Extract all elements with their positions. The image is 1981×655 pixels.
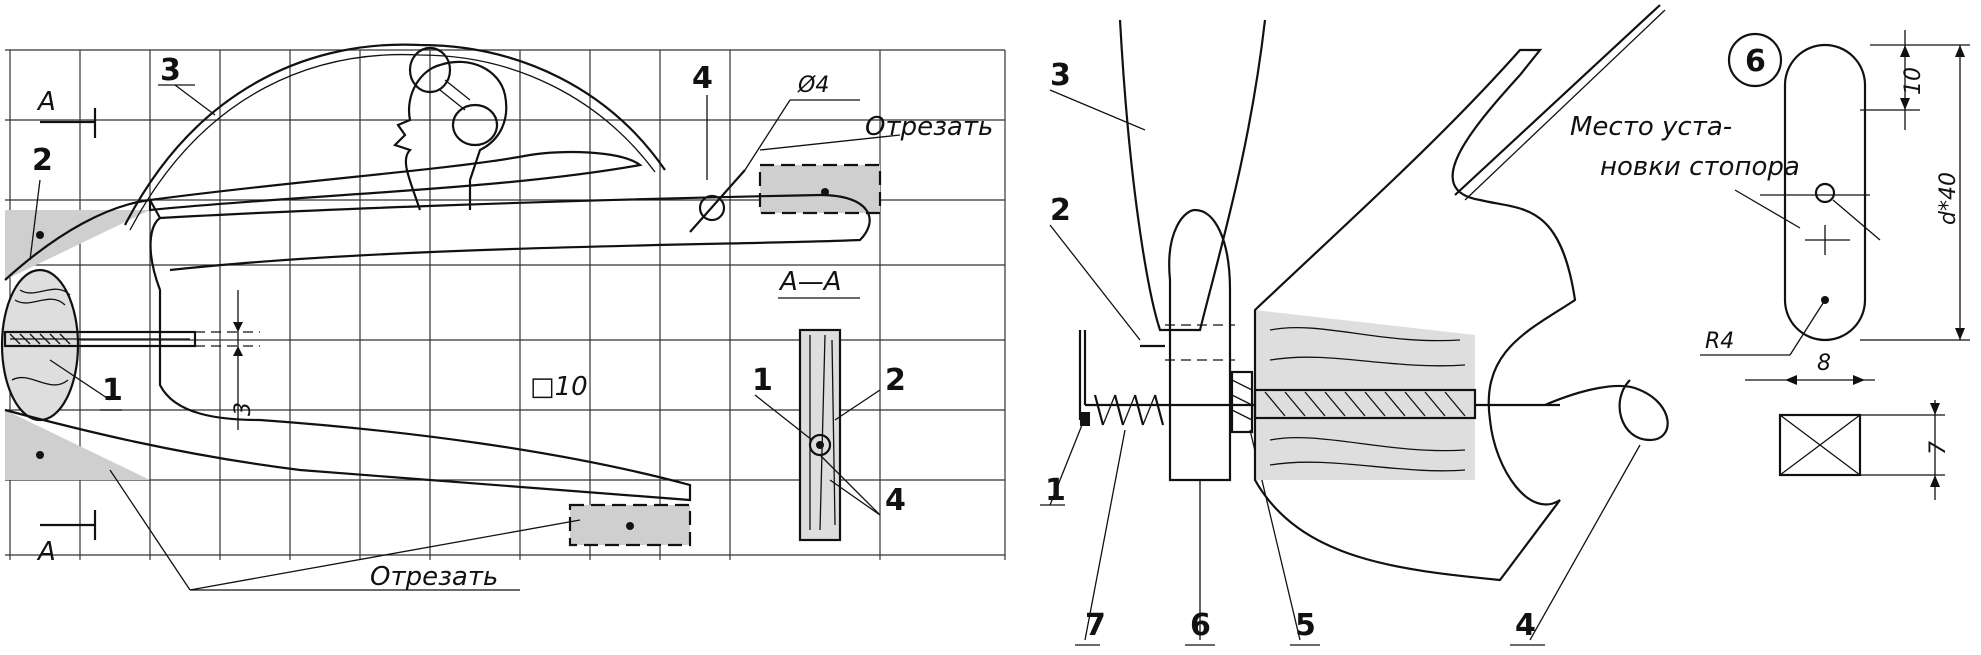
mid-callout-7: 7 [1085, 608, 1106, 643]
hub-disc [1168, 208, 1232, 482]
grid [5, 49, 1006, 560]
callout-2: 2 [32, 143, 53, 178]
dim-radius: R4 [1705, 329, 1734, 354]
mid-callout-5: 5 [1295, 608, 1316, 643]
note-line-1: Место уста- [1570, 112, 1732, 142]
gap-dim: 3 [231, 402, 256, 416]
mid-callout-2: 2 [1050, 193, 1071, 228]
hole-dim: Ø4 [797, 73, 829, 98]
middle-view: 3 2 1 7 6 5 [1040, 4, 1669, 646]
part-number-circle [1727, 32, 1783, 88]
hole [698, 194, 726, 222]
spring [1093, 394, 1165, 426]
callout-1: 1 [102, 373, 123, 408]
propeller-blade [1118, 19, 1267, 332]
blade-outline [4, 198, 692, 502]
plate-hole [1814, 182, 1836, 204]
cut-label-top: Отрезать [865, 112, 993, 142]
shaft [3, 330, 197, 348]
mid-callout-6: 6 [1190, 608, 1211, 643]
mid-callout-4: 4 [1515, 608, 1536, 643]
section-mark-bottom: A [36, 537, 56, 567]
section-callout-4: 4 [885, 483, 906, 518]
arc-wire [124, 43, 666, 226]
cut-piece-lower [5, 410, 150, 480]
note-line-2: новки стопора [1600, 152, 1800, 182]
cut-piece-upper [5, 210, 150, 280]
section-callout-2: 2 [885, 363, 906, 398]
section-callout-1: 1 [752, 363, 773, 398]
plate-section [1778, 413, 1862, 477]
section-title: А—А [778, 267, 842, 297]
grid-label: □10 [530, 372, 588, 402]
dim-thickness: 7 [1926, 441, 1951, 455]
left-view: Ø4 3 □10 A A 3 2 1 4 Отрезать Отрезать [0, 43, 1006, 592]
callout-4: 4 [692, 61, 713, 96]
cut-label-bottom: Отрезать [370, 562, 498, 592]
section-a-a: А—А 1 2 4 [752, 267, 906, 542]
dim-length: d*40 [1936, 172, 1961, 225]
dim-top: 10 [1901, 67, 1926, 95]
callout-3: 3 [160, 53, 181, 88]
pilot-head-icon [392, 46, 508, 211]
section-mark-top: A [36, 87, 56, 117]
washer [1230, 370, 1254, 434]
hub-plate [1783, 43, 1867, 342]
mid-callout-1: 1 [1045, 473, 1066, 508]
mid-callout-3: 3 [1050, 58, 1071, 93]
part-number: 6 [1745, 44, 1766, 79]
hook [1544, 379, 1669, 442]
wire-top [1454, 4, 1661, 196]
right-view: 6 Место уста- новки стопора 10 d*40 R4 8 [1570, 30, 1970, 500]
dim-width: 8 [1817, 351, 1831, 376]
